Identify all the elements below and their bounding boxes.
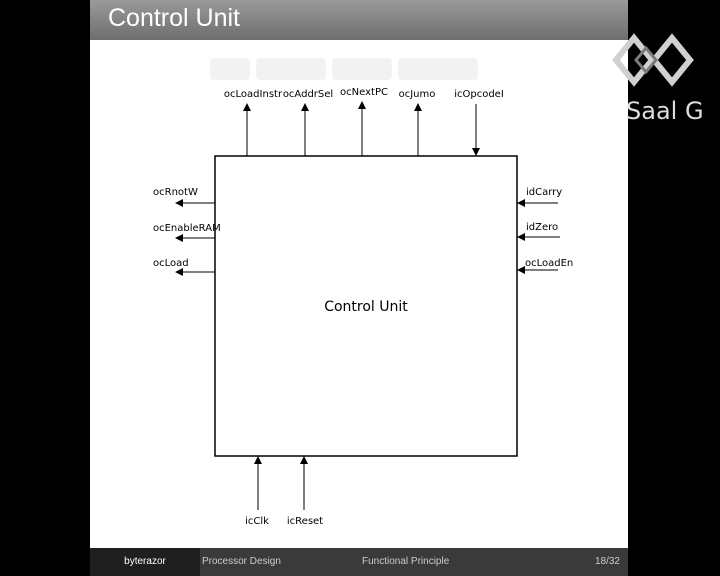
saal-logo-icon — [612, 33, 694, 87]
footer-section: Functional Principle — [362, 556, 450, 567]
signal-label-idzero: idZero — [526, 222, 558, 233]
footer-topic: Processor Design — [200, 548, 362, 576]
logo-text: Saal G — [626, 97, 704, 125]
signal-label-ocload: ocLoad — [153, 258, 189, 269]
control-unit-block — [214, 155, 518, 457]
slide-title: Control Unit — [108, 4, 240, 32]
signal-label-ocloadinstr: ocLoadInstr — [224, 89, 283, 100]
footer-author: byterazor — [90, 548, 200, 576]
footer-page-number: 18/32 — [594, 556, 620, 567]
block-label: Control Unit — [324, 299, 408, 315]
signal-label-ocnextpc: ocNextPC — [340, 87, 388, 98]
footer-bar: byterazor Processor Design Functional Pr… — [90, 548, 628, 576]
signal-label-ocaddrsel: ocAddrSel — [283, 89, 333, 100]
signal-label-ocjumo: ocJumo — [399, 89, 436, 100]
signal-label-idcarry: idCarry — [526, 187, 562, 198]
signal-label-ocloaden: ocLoadEn — [525, 258, 573, 269]
signal-label-ocrnotw: ocRnotW — [153, 187, 198, 198]
title-bar: Control Unit — [90, 0, 628, 40]
signal-label-icopcodei: icOpcodeI — [454, 89, 504, 100]
signal-label-ocenableram: ocEnableRAM — [153, 223, 221, 234]
signal-label-icreset: icReset — [287, 516, 323, 527]
signal-label-icclk: icClk — [245, 516, 269, 527]
footer-section-group: Functional Principle 18/32 — [362, 548, 628, 576]
faded-background-text — [210, 58, 510, 84]
